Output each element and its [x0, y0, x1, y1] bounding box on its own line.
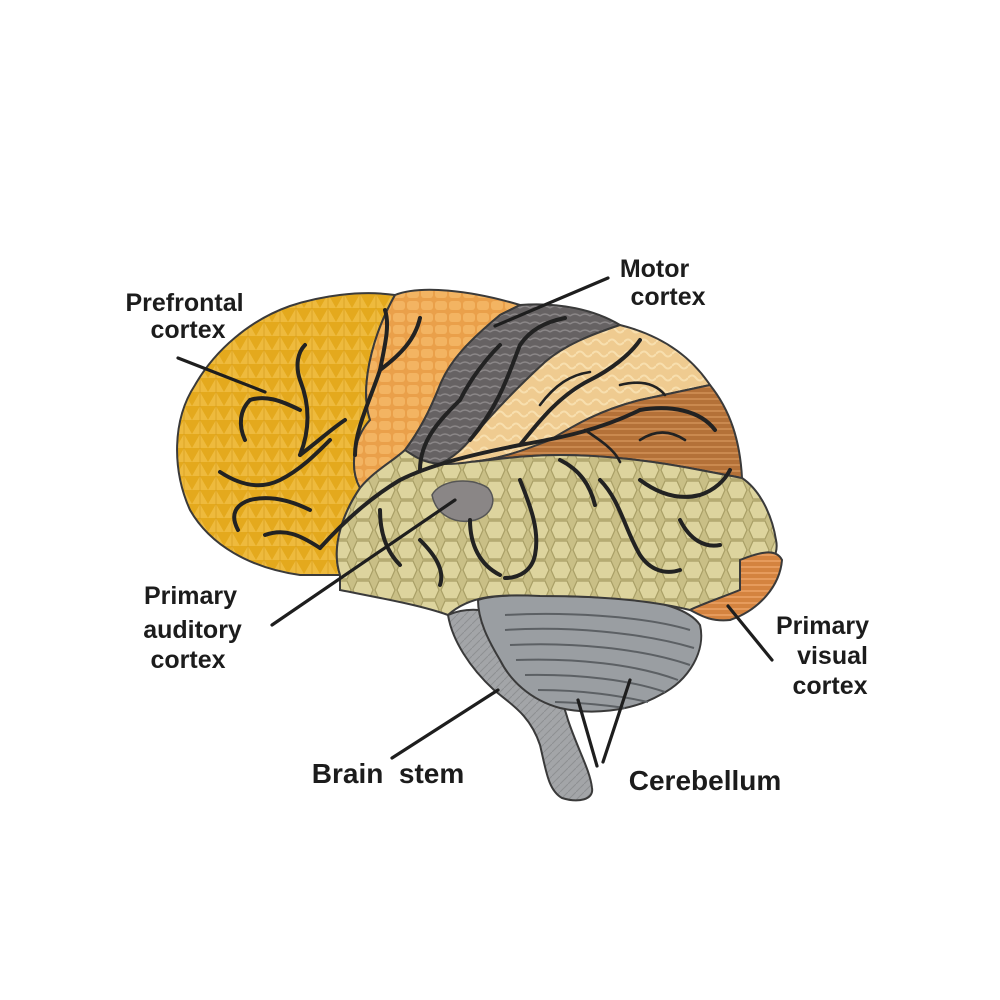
brainstem-leader [390, 688, 500, 760]
motor-label: Motor cortex [620, 255, 706, 311]
auditory-label: Primary auditory cortex [143, 582, 249, 674]
labels: Prefrontal cortex Motor cortex Primary a… [125, 255, 876, 796]
visual-label: Primary visual cortex [776, 612, 876, 700]
auditory-leader [270, 498, 457, 627]
cerebellum-leader-2 [576, 698, 599, 768]
occipital-region [687, 551, 784, 622]
leader-lines [176, 276, 774, 768]
prefrontal-label: Prefrontal cortex [125, 289, 250, 344]
primary-auditory-cortex-region [431, 480, 494, 522]
brainstem-label: Brain stem [312, 758, 465, 789]
temporal-region [335, 448, 778, 617]
cerebellum-leader-1 [601, 678, 632, 764]
visual-leader [726, 604, 774, 662]
cerebellum-label: Cerebellum [629, 765, 782, 796]
cerebellum-folds [504, 612, 695, 709]
brain-illustration [176, 288, 784, 802]
brain-sulci [218, 308, 732, 587]
motor-leader [493, 276, 610, 328]
prefrontal-leader [176, 356, 267, 394]
